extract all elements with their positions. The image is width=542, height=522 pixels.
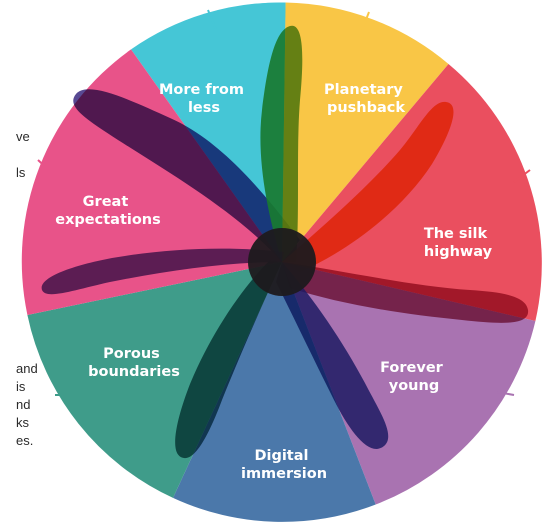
label-line: The silk [424,226,488,242]
label-the-silk-highway: The silk highway [424,226,493,260]
label-more-from-less: More from less [159,82,249,116]
label-line: immersion [241,466,327,482]
petal-purple-left [41,248,285,295]
label-line: expectations [55,212,161,228]
label-line: boundaries [88,364,180,380]
side-text-bottom-line: ks [16,415,29,430]
petal-navy [276,262,389,449]
segment-labels: More from less Planetary pushback The si… [55,82,492,482]
label-line: Great [83,194,129,210]
segment-the-silk-highway[interactable] [282,64,542,321]
segment-porous-boundaries[interactable] [27,262,283,498]
label-line: less [188,100,220,116]
label-great-expectations: Great expectations [55,194,161,228]
wheel-petals [41,25,529,459]
side-text-top: ve ls [16,128,30,182]
side-text-bottom-line: es. [16,433,34,448]
petal-crimson [282,262,529,323]
side-text-bottom-line: and [16,361,38,376]
label-line: highway [424,244,493,260]
label-line: Digital [254,448,308,464]
wheel-center [248,228,316,296]
segment-digital-immersion[interactable] [173,262,376,522]
label-line: Porous [103,346,160,362]
petal-darkteal [175,260,282,459]
petal-orange [282,101,454,272]
side-text-top-line: ve [16,129,30,144]
segment-planetary-pushback[interactable] [282,2,449,263]
label-line: Forever [380,360,444,376]
tick-mark [37,159,54,175]
label-line: Planetary [324,82,403,98]
label-forever-young: Forever young [380,360,448,394]
side-text-bottom-line: is [16,379,26,394]
tick-mark [513,169,531,183]
label-line: More from [159,82,244,98]
label-line: pushback [327,100,405,116]
label-porous-boundaries: Porous boundaries [88,346,180,380]
label-digital-immersion: Digital immersion [241,448,327,482]
tick-mark [496,391,515,396]
petal-dark-purple [73,89,300,262]
side-text-top-line: ls [16,165,26,180]
tick-mark [207,9,217,31]
label-planetary-pushback: Planetary pushback [324,82,408,116]
label-line: young [389,378,439,394]
side-text-bottom: and is nd ks es. [16,360,38,450]
segment-forever-young[interactable] [282,262,536,505]
petal-green [260,25,303,263]
tick-marks [37,9,531,500]
tick-mark [361,11,370,31]
side-text-bottom-line: nd [16,397,31,412]
